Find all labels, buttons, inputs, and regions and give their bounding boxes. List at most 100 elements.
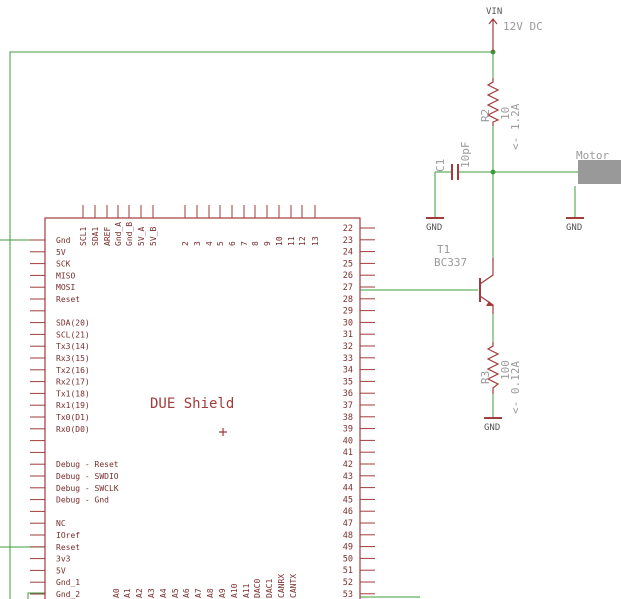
left-pin-label: Debug - Gnd xyxy=(56,496,109,505)
left-pin-label: Debug - SWCLK xyxy=(56,484,119,493)
left-pin-label: Tx1(18) xyxy=(56,389,90,398)
gnd-label: GND xyxy=(484,423,500,433)
right-pin-label: 34 xyxy=(343,366,353,376)
top-pin-label: 7 xyxy=(240,241,249,246)
motor: Motor xyxy=(576,149,621,184)
motor-body xyxy=(578,160,621,184)
right-pin-label: 38 xyxy=(343,413,353,423)
top-pin-label: 5V_B xyxy=(149,227,158,246)
bottom-pin-label: CANRX xyxy=(277,574,286,598)
r2-zigzag-icon xyxy=(486,78,500,126)
gnd-motor: GND xyxy=(566,217,584,233)
left-pin-label: Tx3(14) xyxy=(56,342,90,351)
r3-name: R3 xyxy=(479,371,492,384)
left-pin-label: SCK xyxy=(56,260,71,269)
bottom-pin-label: A8 xyxy=(206,588,215,598)
left-pin-label: 5V xyxy=(56,248,66,257)
resistor-r3: R3 100 <- 0.12A xyxy=(479,342,522,414)
right-pin-label: 26 xyxy=(343,271,353,281)
left-pin-label: SCL(21) xyxy=(56,330,90,339)
bottom-pin-label: A4 xyxy=(159,588,168,598)
left-pin-label: Gnd_1 xyxy=(56,578,80,587)
right-pin-label: 41 xyxy=(343,448,353,458)
left-pin-label: Debug - SWDIO xyxy=(56,472,119,481)
top-pin-label: 4 xyxy=(205,241,214,246)
vin-supply: VIN 12V DC xyxy=(486,7,543,52)
top-pin-label: 5 xyxy=(216,241,225,246)
bottom-pin-label: DAC1 xyxy=(265,579,274,598)
left-pin-label: 5V xyxy=(56,566,66,575)
right-pin-label: 51 xyxy=(343,566,353,576)
t1-emitter-arrow-icon xyxy=(486,301,494,306)
right-pin-label: 52 xyxy=(343,578,353,588)
r3-value: 100 xyxy=(499,360,512,380)
top-pin-label: Gnd_A xyxy=(114,222,123,246)
right-pin-label: 28 xyxy=(343,295,353,305)
top-pin-label: 12 xyxy=(298,236,307,246)
right-pin-label: 44 xyxy=(343,484,353,494)
right-pin-label: 46 xyxy=(343,507,353,517)
r2-value: 10 xyxy=(499,107,512,120)
gnd-c1: GND xyxy=(426,217,444,233)
left-pin-label: Rx0(D0) xyxy=(56,425,90,434)
left-pin-label: Reset xyxy=(56,543,80,552)
right-pin-list: 2223242526272829303132333435363738394041… xyxy=(343,224,375,599)
left-pin-label: Tx0(D1) xyxy=(56,413,90,422)
left-pin-label: Debug - Reset xyxy=(56,460,119,469)
due-shield: DUE Shield Gnd5VSCKMISOMOSIResetSDA(20)S… xyxy=(30,205,375,599)
right-pin-label: 37 xyxy=(343,401,353,411)
top-pin-label: 9 xyxy=(263,241,272,246)
bottom-pin-label: CANTX xyxy=(289,574,298,598)
right-pin-label: 23 xyxy=(343,236,353,246)
right-pin-label: 29 xyxy=(343,307,353,317)
left-pin-label: IOref xyxy=(56,531,80,540)
top-pin-label: Gnd_B xyxy=(125,222,134,246)
left-pin-label: Rx1(19) xyxy=(56,401,90,410)
left-pin-label: Rx3(15) xyxy=(56,354,90,363)
right-pin-label: 40 xyxy=(343,436,353,446)
right-pin-label: 32 xyxy=(343,342,353,352)
right-pin-label: 47 xyxy=(343,519,353,529)
left-pin-label: NC xyxy=(56,519,66,528)
right-pin-label: 24 xyxy=(343,248,353,258)
right-pin-label: 30 xyxy=(343,318,353,328)
right-pin-label: 49 xyxy=(343,543,353,553)
bottom-pin-label: A10 xyxy=(230,583,239,598)
right-pin-label: 53 xyxy=(343,590,353,599)
right-pin-label: 25 xyxy=(343,259,353,269)
bottom-pin-label: A2 xyxy=(135,588,144,598)
vin-pin-net xyxy=(27,592,45,599)
shield-title: DUE Shield xyxy=(150,396,234,412)
junction-motor xyxy=(490,169,496,175)
r2-name: R2 xyxy=(479,109,492,122)
bottom-pin-label: A3 xyxy=(147,588,156,598)
c1-net xyxy=(434,171,493,217)
bottom-pin-label: A6 xyxy=(182,588,191,598)
r3-current: <- 0.12A xyxy=(509,361,522,414)
capacitor-c1: C1 10pF xyxy=(434,142,472,180)
left-pin-list: Gnd5VSCKMISOMOSIResetSDA(20)SCL(21)Tx3(1… xyxy=(30,236,119,599)
bottom-pin-label: A5 xyxy=(171,588,180,598)
right-pin-label: 33 xyxy=(343,354,353,364)
right-pin-label: 50 xyxy=(343,554,353,564)
bottom-pin-label: A9 xyxy=(218,588,227,598)
vin-net xyxy=(9,51,493,599)
top-pin-label: 13 xyxy=(311,236,320,246)
right-pin-label: 42 xyxy=(343,460,353,470)
transistor-t1: T1 BC337 xyxy=(434,243,494,314)
top-pin-label: 6 xyxy=(228,241,237,246)
left-pin-label: Reset xyxy=(56,295,80,304)
c1-value: 10pF xyxy=(459,142,472,169)
right-pin-label: 35 xyxy=(343,377,353,387)
left-pin-label: 3v3 xyxy=(56,555,71,564)
left-pin-label: Gnd_2 xyxy=(56,590,80,599)
top-pin-label: AREF xyxy=(103,227,112,246)
vin-value: 12V DC xyxy=(503,20,543,33)
r3-zigzag-icon xyxy=(486,342,500,394)
top-pin-label: 3 xyxy=(193,241,202,246)
top-pin-label: 10 xyxy=(275,236,284,246)
top-pin-label: SDA1 xyxy=(91,227,100,246)
right-pin-label: 45 xyxy=(343,495,353,505)
